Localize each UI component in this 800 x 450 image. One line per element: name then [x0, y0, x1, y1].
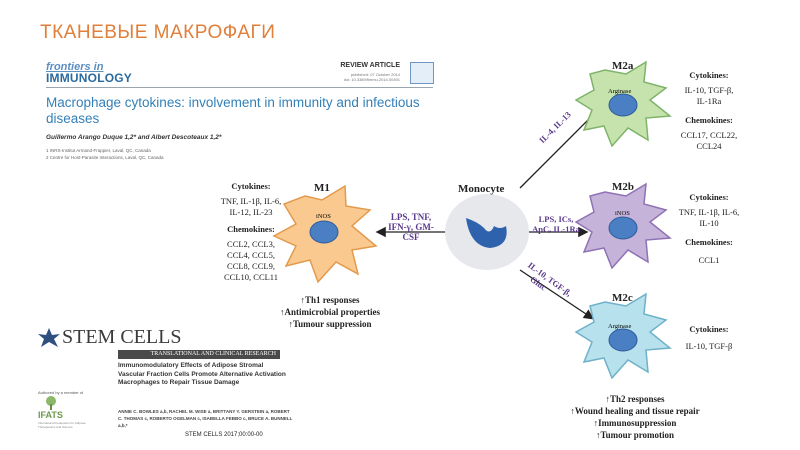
arrow-monocyte-m2c — [519, 269, 595, 320]
affiliation-1: 1 INRS-Institut Armand-Frappier, Laval, … — [46, 148, 151, 153]
m2b-stimulus-line: LPS, ICs, — [538, 214, 574, 224]
m2a-cytokines-header: Cytokines: — [689, 70, 729, 80]
m2-effect-line: ↑Tumour promotion — [595, 430, 675, 440]
open-access-icon — [410, 62, 434, 84]
m2b-cytokine-line: IL-10 — [699, 218, 719, 228]
m2b-stimulus-line: ApC, IL-1Ra — [532, 224, 580, 234]
m2b-nucleus — [608, 216, 638, 240]
m2a-nucleus — [608, 93, 638, 117]
m2c-cytokine-line: IL-10, TGF-β — [685, 341, 733, 351]
monocyte-nucleus — [466, 218, 507, 248]
m1-stimulus-line: CSF — [402, 232, 420, 242]
stem-cells-article-title: Immunomodulatory Effects of Adipose Stro… — [118, 362, 286, 386]
m1-stimulus-line: LPS, TNF, — [390, 212, 432, 222]
m2-effects: ↑Th2 responses ↑Wound healing and tissue… — [540, 393, 730, 441]
m1-nucleus — [309, 220, 339, 244]
article-doi: doi: 10.3389/fimmu.2014.00491 — [343, 77, 400, 82]
m2a-chemokines-header: Chemokines: — [685, 115, 733, 125]
m2b-markers: Cytokines: TNF, IL-1β, IL-6, IL-10 Chemo… — [668, 192, 750, 266]
m2a-markers: Cytokines: IL-10, TGF-β, IL-1Ra Chemokin… — [668, 70, 750, 152]
m1-chemokine-line: CCL4, CCL5, — [227, 250, 275, 260]
m2c-inner-label: Arginase — [608, 323, 632, 330]
m1-chemokine-line: CCL10, CCL11 — [224, 272, 278, 282]
m1-markers: Cytokines: TNF, IL-1β, IL-6, IL-12, IL-2… — [205, 181, 297, 283]
m2a-chemokine-line: CCL17, CCL22, — [680, 130, 738, 140]
m2a-chemokine-line: CCL24 — [696, 141, 722, 151]
article-type: REVIEW ARTICLE — [340, 62, 400, 69]
frontiers-logo-top: frontiers in — [46, 61, 104, 73]
stem-cells-journal: STEM CELLS 2017;00:00-00 — [185, 432, 263, 438]
ifats-member-text: Authored by a member of — [38, 390, 84, 395]
m2-effect-line: ↑Th2 responses — [605, 394, 665, 404]
m1-inner-label: iNOS — [316, 213, 331, 220]
stem-cells-authors: ANNIE C. BOWLES a,b, RACHEL M. WISE a, B… — [118, 409, 293, 428]
m2c-nucleus — [608, 328, 638, 352]
m1-effect-line: ↑Antimicrobial properties — [280, 307, 380, 317]
m1-effect-line: ↑Th1 responses — [300, 295, 360, 305]
m2c-markers: Cytokines: IL-10, TGF-β — [668, 324, 750, 352]
m1-cytokine-line: IL-12, IL-23 — [229, 207, 273, 217]
m2-effect-line: ↑Immunosuppression — [593, 418, 677, 428]
m2b-stimuli: LPS, ICs, ApC, IL-1Ra — [524, 214, 588, 234]
m1-label: M1 — [314, 182, 330, 194]
affiliation-2: 2 Centre for Host-Parasite Interactions,… — [46, 155, 164, 160]
m2b-inner-label: iNOS — [615, 210, 630, 217]
m1-cytokines-header: Cytokines: — [231, 181, 271, 191]
m2c-label: M2c — [612, 292, 633, 304]
monocyte-label: Monocyte — [458, 183, 505, 195]
m2a-cytokine-line: IL-1Ra — [696, 96, 722, 106]
slide-title: ТКАНЕВЫЕ МАКРОФАГИ — [40, 22, 276, 43]
frontiers-logo-bottom: IMMUNOLOGY — [46, 71, 132, 85]
ifats-subtitle: International Federation for Adipose The… — [38, 421, 86, 429]
article-published: published: 07 October 2014 — [350, 72, 400, 77]
m2b-chemokine-line: CCL1 — [698, 255, 720, 265]
m1-chemokines-header: Chemokines: — [227, 224, 275, 234]
stem-cells-section: TRANSLATIONAL AND CLINICAL RESEARCH — [118, 350, 280, 359]
m2b-label: M2b — [612, 181, 634, 193]
m2c-cytokines-header: Cytokines: — [689, 324, 729, 334]
ifats-logo: IFATS — [38, 410, 63, 420]
ifats-tree-icon — [46, 396, 56, 410]
m1-stimulus-line: IFN-γ, GM- — [388, 222, 434, 232]
m2b-cytokine-line: TNF, IL-1β, IL-6, — [678, 207, 740, 217]
m1-stimuli: LPS, TNF, IFN-γ, GM- CSF — [380, 212, 442, 242]
m1-chemokine-line: CCL8, CCL9, — [227, 261, 275, 271]
m2a-cytokine-line: IL-10, TGF-β, — [684, 85, 734, 95]
m1-effects: ↑Th1 responses ↑Antimicrobial properties… — [250, 294, 410, 330]
frontiers-logo: frontiers in IMMUNOLOGY — [46, 61, 132, 85]
m2-effect-line: ↑Wound healing and tissue repair — [570, 406, 700, 416]
m1-cytokine-line: TNF, IL-1β, IL-6, — [220, 196, 282, 206]
m2b-chemokines-header: Chemokines: — [685, 237, 733, 247]
paper-title: Macrophage cytokines: involvement in imm… — [46, 95, 420, 126]
stem-cells-logo: STEM CELLS — [62, 326, 182, 348]
stem-cells-logo-icon — [38, 328, 60, 347]
m2a-label: M2a — [612, 60, 634, 72]
m2a-inner-label: Arginase — [608, 88, 632, 95]
header-divider — [46, 87, 433, 88]
m2b-cytokines-header: Cytokines: — [689, 192, 729, 202]
m1-effect-line: ↑Tumour suppression — [288, 319, 372, 329]
paper-authors: Guillermo Arango Duque 1,2* and Albert D… — [46, 134, 222, 141]
m1-chemokine-line: CCL2, CCL3, — [227, 239, 275, 249]
